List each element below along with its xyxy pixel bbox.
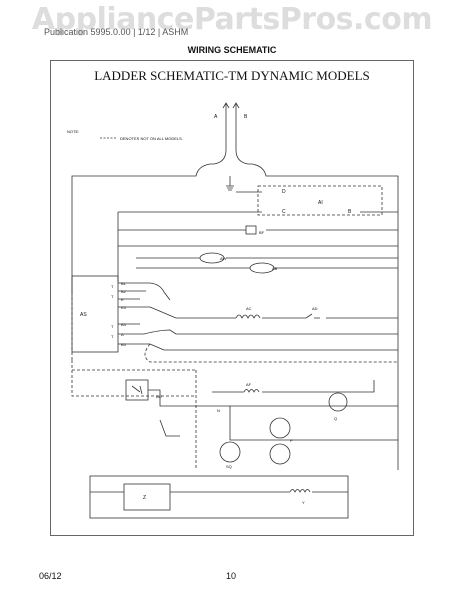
label-ad: AD: [312, 306, 318, 311]
terminal-b3: B3: [121, 322, 127, 327]
bf-component: [245, 225, 257, 235]
publication-reference: Publication 5995.0.00 | 1/12 | ASHM: [44, 27, 189, 37]
label-ab: AB: [272, 266, 278, 271]
ab-component: [249, 262, 275, 274]
ground-symbol: [226, 176, 234, 191]
z-component-box: [123, 483, 171, 511]
label-p: P: [290, 438, 293, 443]
label-as: AS: [80, 312, 87, 318]
ao-switch: [131, 385, 143, 395]
as-routing-wires: [143, 306, 177, 351]
as-terminal-wires: [118, 282, 171, 345]
label-z: Z: [143, 495, 146, 501]
ai-module-box: [257, 185, 383, 216]
y-coil: [289, 489, 311, 493]
arrow-a: [222, 102, 230, 109]
terminal-b2: B2: [121, 289, 127, 294]
label-t3: T: [111, 324, 114, 329]
label-b: B: [244, 114, 248, 120]
label-n: N: [217, 408, 220, 413]
q-component: [328, 392, 348, 412]
p-upper-component: [269, 417, 291, 439]
terminal-b1: B1: [121, 281, 127, 286]
ad-switch: [305, 313, 320, 319]
terminal-a: A: [121, 332, 124, 337]
label-ac: AC: [246, 306, 252, 311]
ground-lower: [159, 419, 180, 437]
terminal-b5: B5: [121, 342, 127, 347]
sq-component: [219, 441, 241, 463]
label-a: A: [214, 114, 218, 120]
rung-p: [229, 406, 398, 441]
terminal-e3: E3: [121, 305, 127, 310]
rung-lower-dashed: [144, 343, 398, 363]
ai-module-connections: [236, 191, 398, 213]
ac-coil: [235, 314, 261, 319]
schematic-title: LADDER SCHEMATIC-TM DYNAMIC MODELS: [94, 68, 370, 83]
label-af: AF: [246, 382, 252, 387]
label-t4: T: [111, 334, 114, 339]
p-lower-component: [269, 443, 291, 465]
schematic-frame: [50, 60, 414, 536]
arrow-b: [232, 102, 240, 109]
note-text: DENOTES NOT ON ALL MODELS.: [120, 136, 183, 141]
label-aw: AW: [220, 256, 227, 261]
af-coil: [243, 389, 260, 393]
aw-component: [199, 252, 225, 264]
as-terminal-list: B1 B2 E E3 B3 A B5: [121, 281, 127, 347]
rung-n: [148, 389, 398, 407]
footer-date: 06/12: [39, 571, 62, 581]
label-q: Q: [334, 416, 337, 421]
label-sq: SQ: [226, 464, 232, 469]
label-ao: AO: [156, 394, 162, 399]
rung-lower-1: [164, 333, 398, 351]
as-control-box: [71, 275, 119, 353]
note-label: NOTE:: [67, 129, 79, 134]
label-bf: BF: [259, 230, 265, 235]
main-loop-right: [235, 138, 399, 292]
label-ai: AI: [318, 200, 323, 206]
main-loop-left: [71, 138, 227, 292]
bottom-loop: [89, 475, 349, 519]
label-d: D: [282, 189, 286, 195]
page-number: 10: [226, 571, 237, 581]
rung-af: [212, 380, 375, 393]
label-y: Y: [302, 500, 305, 505]
terminal-e: E: [121, 297, 124, 302]
ao-wires: [71, 360, 196, 397]
page-title: WIRING SCHEMATIC: [187, 45, 277, 55]
label-t2: T: [111, 294, 114, 299]
label-c: C: [282, 209, 286, 215]
label-t1: T: [111, 284, 114, 289]
label-bl: B: [348, 209, 352, 215]
